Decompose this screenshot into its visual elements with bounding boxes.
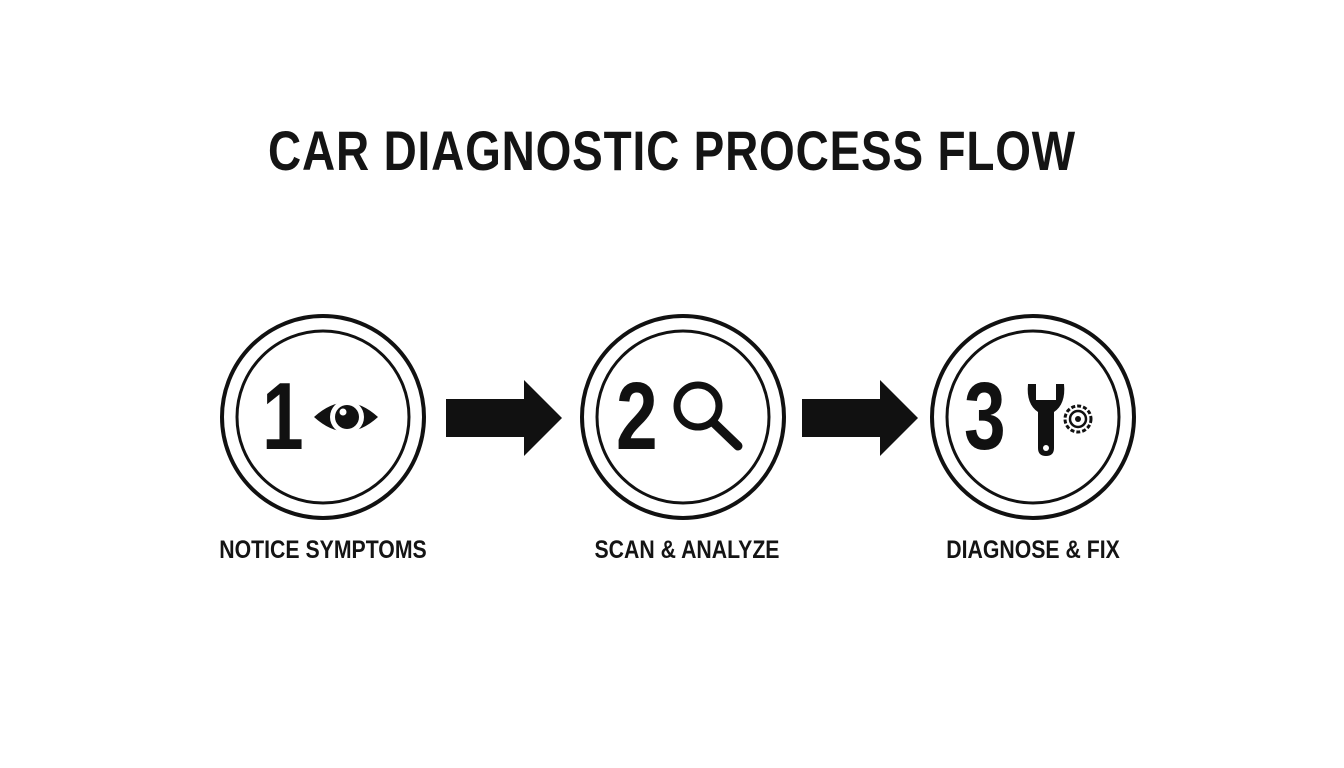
step-3-label: DIAGNOSE & FIX bbox=[946, 536, 1120, 564]
diagram-title: CAR DIAGNOSTIC PROCESS FLOW bbox=[268, 119, 1076, 182]
step-2-label: SCAN & ANALYZE bbox=[594, 536, 780, 564]
step-1-number: 1 bbox=[262, 363, 304, 470]
step-2-ring bbox=[580, 314, 786, 520]
magnifier-icon bbox=[673, 381, 743, 451]
eye-icon bbox=[314, 400, 378, 434]
step-3-number: 3 bbox=[964, 363, 1006, 470]
step-3-circle: 3 bbox=[928, 312, 1138, 522]
wrench-icon bbox=[1027, 384, 1065, 456]
step-1-label: NOTICE SYMPTOMS bbox=[219, 536, 427, 564]
step-1-circle: 1 bbox=[218, 312, 428, 522]
step-2-number: 2 bbox=[616, 363, 658, 470]
gear-icon bbox=[1063, 404, 1093, 434]
step-3-ring bbox=[930, 314, 1136, 520]
step-2-circle: 2 bbox=[578, 312, 788, 522]
arrow-2 bbox=[800, 378, 920, 458]
arrow-1 bbox=[444, 378, 564, 458]
step-1-ring bbox=[220, 314, 426, 520]
